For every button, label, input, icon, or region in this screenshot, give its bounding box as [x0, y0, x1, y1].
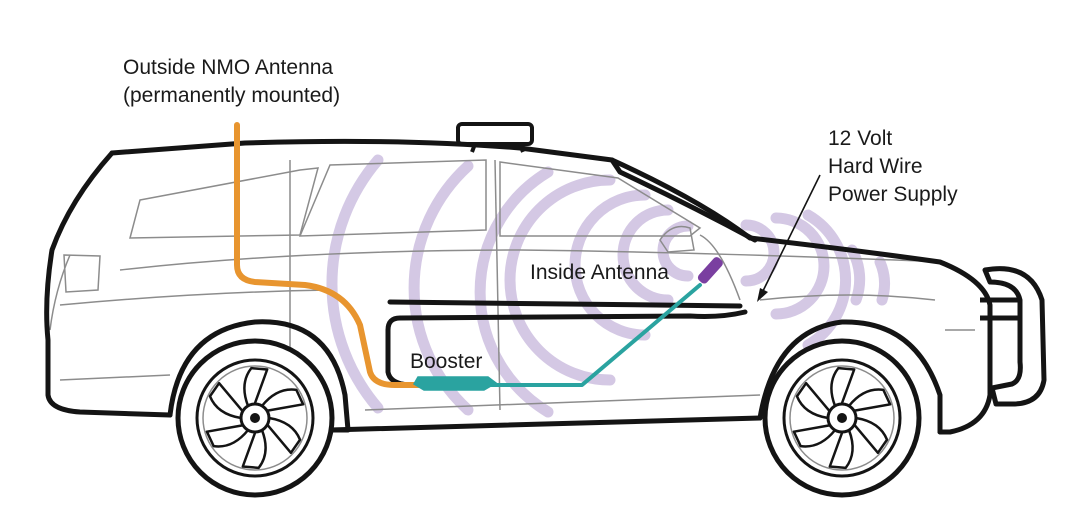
signal-wave [740, 219, 780, 287]
booster-unit [412, 376, 498, 391]
signal-wave [657, 220, 694, 282]
outside-antenna-cable [234, 122, 427, 388]
signal-wave [846, 244, 866, 306]
rear-wheel [175, 338, 335, 498]
signal-wave [874, 256, 890, 306]
signal-wave [802, 209, 852, 351]
outside-antenna-label: Outside NMO Antenna (permanently mounted… [123, 54, 340, 110]
power-supply-label: 12 Volt Hard Wire Power Supply [828, 125, 958, 209]
booster-label: Booster [410, 350, 483, 373]
front-wheel [762, 338, 922, 498]
push-bumper [980, 266, 1047, 407]
suv-outline [44, 138, 993, 435]
signal-wave [770, 212, 830, 320]
signal-wave [326, 154, 384, 414]
signal-wave [569, 189, 651, 341]
power-supply-pointer [757, 174, 821, 302]
inside-antenna [697, 257, 723, 284]
body-details [49, 159, 975, 411]
signal-wave [617, 204, 674, 306]
outside-antenna-label-line1: Outside NMO Antenna [123, 56, 334, 79]
signal-waves [326, 154, 890, 418]
signal-wave [504, 174, 616, 386]
inside-antenna-label: Inside Antenna [530, 261, 669, 284]
power-supply-label-line2: Hard Wire [828, 155, 923, 178]
inside-antenna-cable [478, 283, 702, 387]
power-supply-label-line3: Power Supply [828, 183, 958, 206]
power-supply-label-line1: 12 Volt [828, 127, 893, 150]
outside-antenna-label-line2: (permanently mounted) [123, 84, 341, 107]
